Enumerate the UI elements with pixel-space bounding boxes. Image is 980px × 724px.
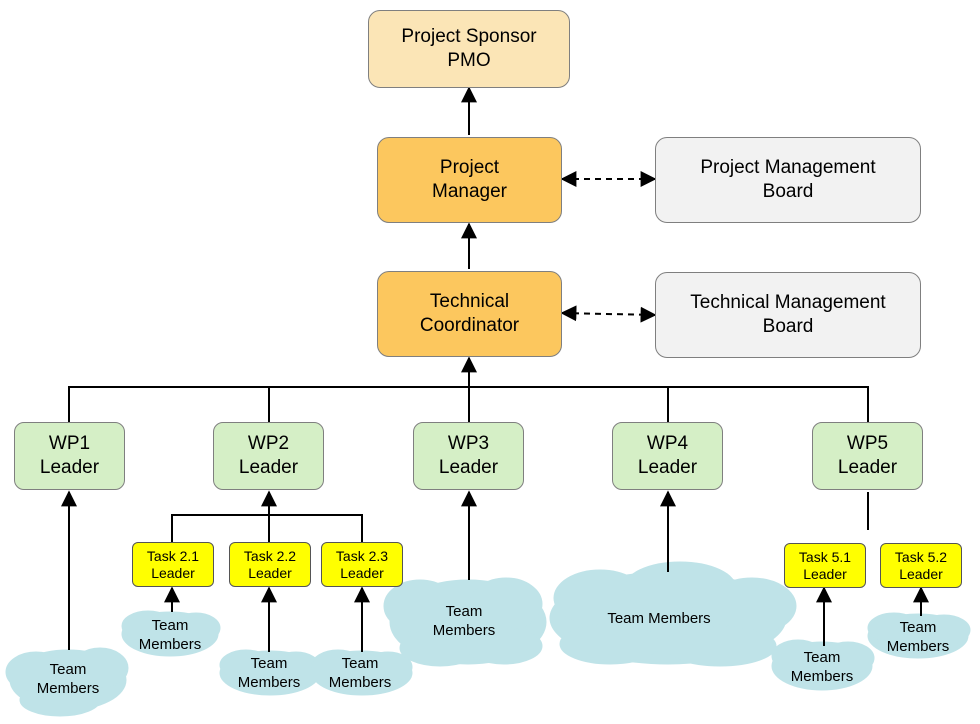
wp3-line1: WP3 <box>447 433 490 455</box>
cloud-wp1 <box>5 647 129 717</box>
task23-line2: Leader <box>340 564 384 581</box>
tmb-line2: Board <box>762 316 814 337</box>
wp4-leader-box: WP4 Leader <box>612 422 723 490</box>
task23-leader-box: Task 2.3 Leader <box>321 542 403 587</box>
project-management-board-box: Project Management Board <box>655 137 921 223</box>
team-members-wp4-label: Team Members <box>574 606 744 632</box>
pm-line2: Manager <box>432 181 507 202</box>
cloud-wp4 <box>549 561 797 667</box>
team-line2: Members <box>886 638 950 655</box>
wp5-line2: Leader <box>837 457 898 478</box>
wp4-line1: WP4 <box>646 433 689 455</box>
task22-line1: Task 2.2 <box>243 547 297 564</box>
sponsor-line2: PMO <box>447 50 491 71</box>
team-line1: Team <box>341 655 379 673</box>
cloud-task52 <box>867 612 971 659</box>
team-line2: Members <box>237 674 301 691</box>
team-line2: Members <box>328 674 392 691</box>
technical-management-board-box: Technical Management Board <box>655 272 921 358</box>
task52-leader-box: Task 5.2 Leader <box>880 543 962 588</box>
technical-coordinator-box: Technical Coordinator <box>377 271 562 357</box>
team-line1: Team <box>151 617 189 635</box>
team-members-wp1-label: Team Members <box>18 658 118 702</box>
task21-line2: Leader <box>151 564 195 581</box>
cloud-wp3 <box>383 577 547 667</box>
task51-line2: Leader <box>803 565 847 582</box>
wp1-line2: Leader <box>39 457 100 478</box>
wp1-line1: WP1 <box>48 433 91 455</box>
tmb-line1: Technical Management <box>690 292 886 314</box>
wp2-leader-box: WP2 Leader <box>213 422 324 490</box>
team-line1: Team <box>49 661 87 679</box>
team-line2: Members <box>432 622 496 639</box>
cloud-task23 <box>311 649 413 696</box>
wp-bus <box>68 386 869 422</box>
team-members-task22-label: Team Members <box>219 652 319 696</box>
wp4-line2: Leader <box>637 457 698 478</box>
team-members-task52-label: Team Members <box>868 616 968 660</box>
team-members-wp3-label: Team Members <box>414 600 514 644</box>
pm-line1: Project <box>439 157 500 179</box>
project-manager-box: Project Manager <box>377 137 562 223</box>
wp2-task-bus <box>171 514 363 542</box>
tc-line2: Coordinator <box>419 315 520 336</box>
task51-leader-box: Task 5.1 Leader <box>784 543 866 588</box>
wp2-line1: WP2 <box>247 433 290 455</box>
task21-line1: Task 2.1 <box>146 547 200 564</box>
cloud-task22 <box>219 649 321 696</box>
cloud-task21 <box>121 610 221 657</box>
task51-line1: Task 5.1 <box>798 548 852 565</box>
wp3-line2: Leader <box>438 457 499 478</box>
task52-line2: Leader <box>899 565 943 582</box>
pmb-line2: Board <box>762 181 814 202</box>
wp3-leader-box: WP3 Leader <box>413 422 524 490</box>
task23-line1: Task 2.3 <box>335 547 389 564</box>
task21-leader-box: Task 2.1 Leader <box>132 542 214 587</box>
team-line1: Team <box>250 655 288 673</box>
task22-line2: Leader <box>248 564 292 581</box>
team-line2: Members <box>790 668 854 685</box>
team-line1: Team <box>445 603 483 621</box>
dashed-arrow-tm-board <box>560 305 657 323</box>
team-line2: Members <box>138 636 202 653</box>
pmb-line1: Project Management <box>700 157 876 179</box>
task52-line1: Task 5.2 <box>894 548 948 565</box>
wp2-line2: Leader <box>238 457 299 478</box>
team-members-task51-label: Team Members <box>772 646 872 690</box>
cloud-task51 <box>771 639 875 691</box>
team-members-task21-label: Team Members <box>120 614 220 658</box>
tc-line1: Technical <box>429 291 510 313</box>
wp1-leader-box: WP1 Leader <box>14 422 125 490</box>
sponsor-line1: Project Sponsor <box>401 26 537 48</box>
team-members-task23-label: Team Members <box>310 652 410 696</box>
team-line1: Team <box>899 619 937 637</box>
team-single-line: Team Members <box>607 609 711 627</box>
project-sponsor-box: Project Sponsor PMO <box>368 10 570 88</box>
wp5-line1: WP5 <box>846 433 889 455</box>
task22-leader-box: Task 2.2 Leader <box>229 542 311 587</box>
team-line1: Team <box>803 649 841 667</box>
team-line2: Members <box>36 680 100 697</box>
wp5-leader-box: WP5 Leader <box>812 422 923 490</box>
